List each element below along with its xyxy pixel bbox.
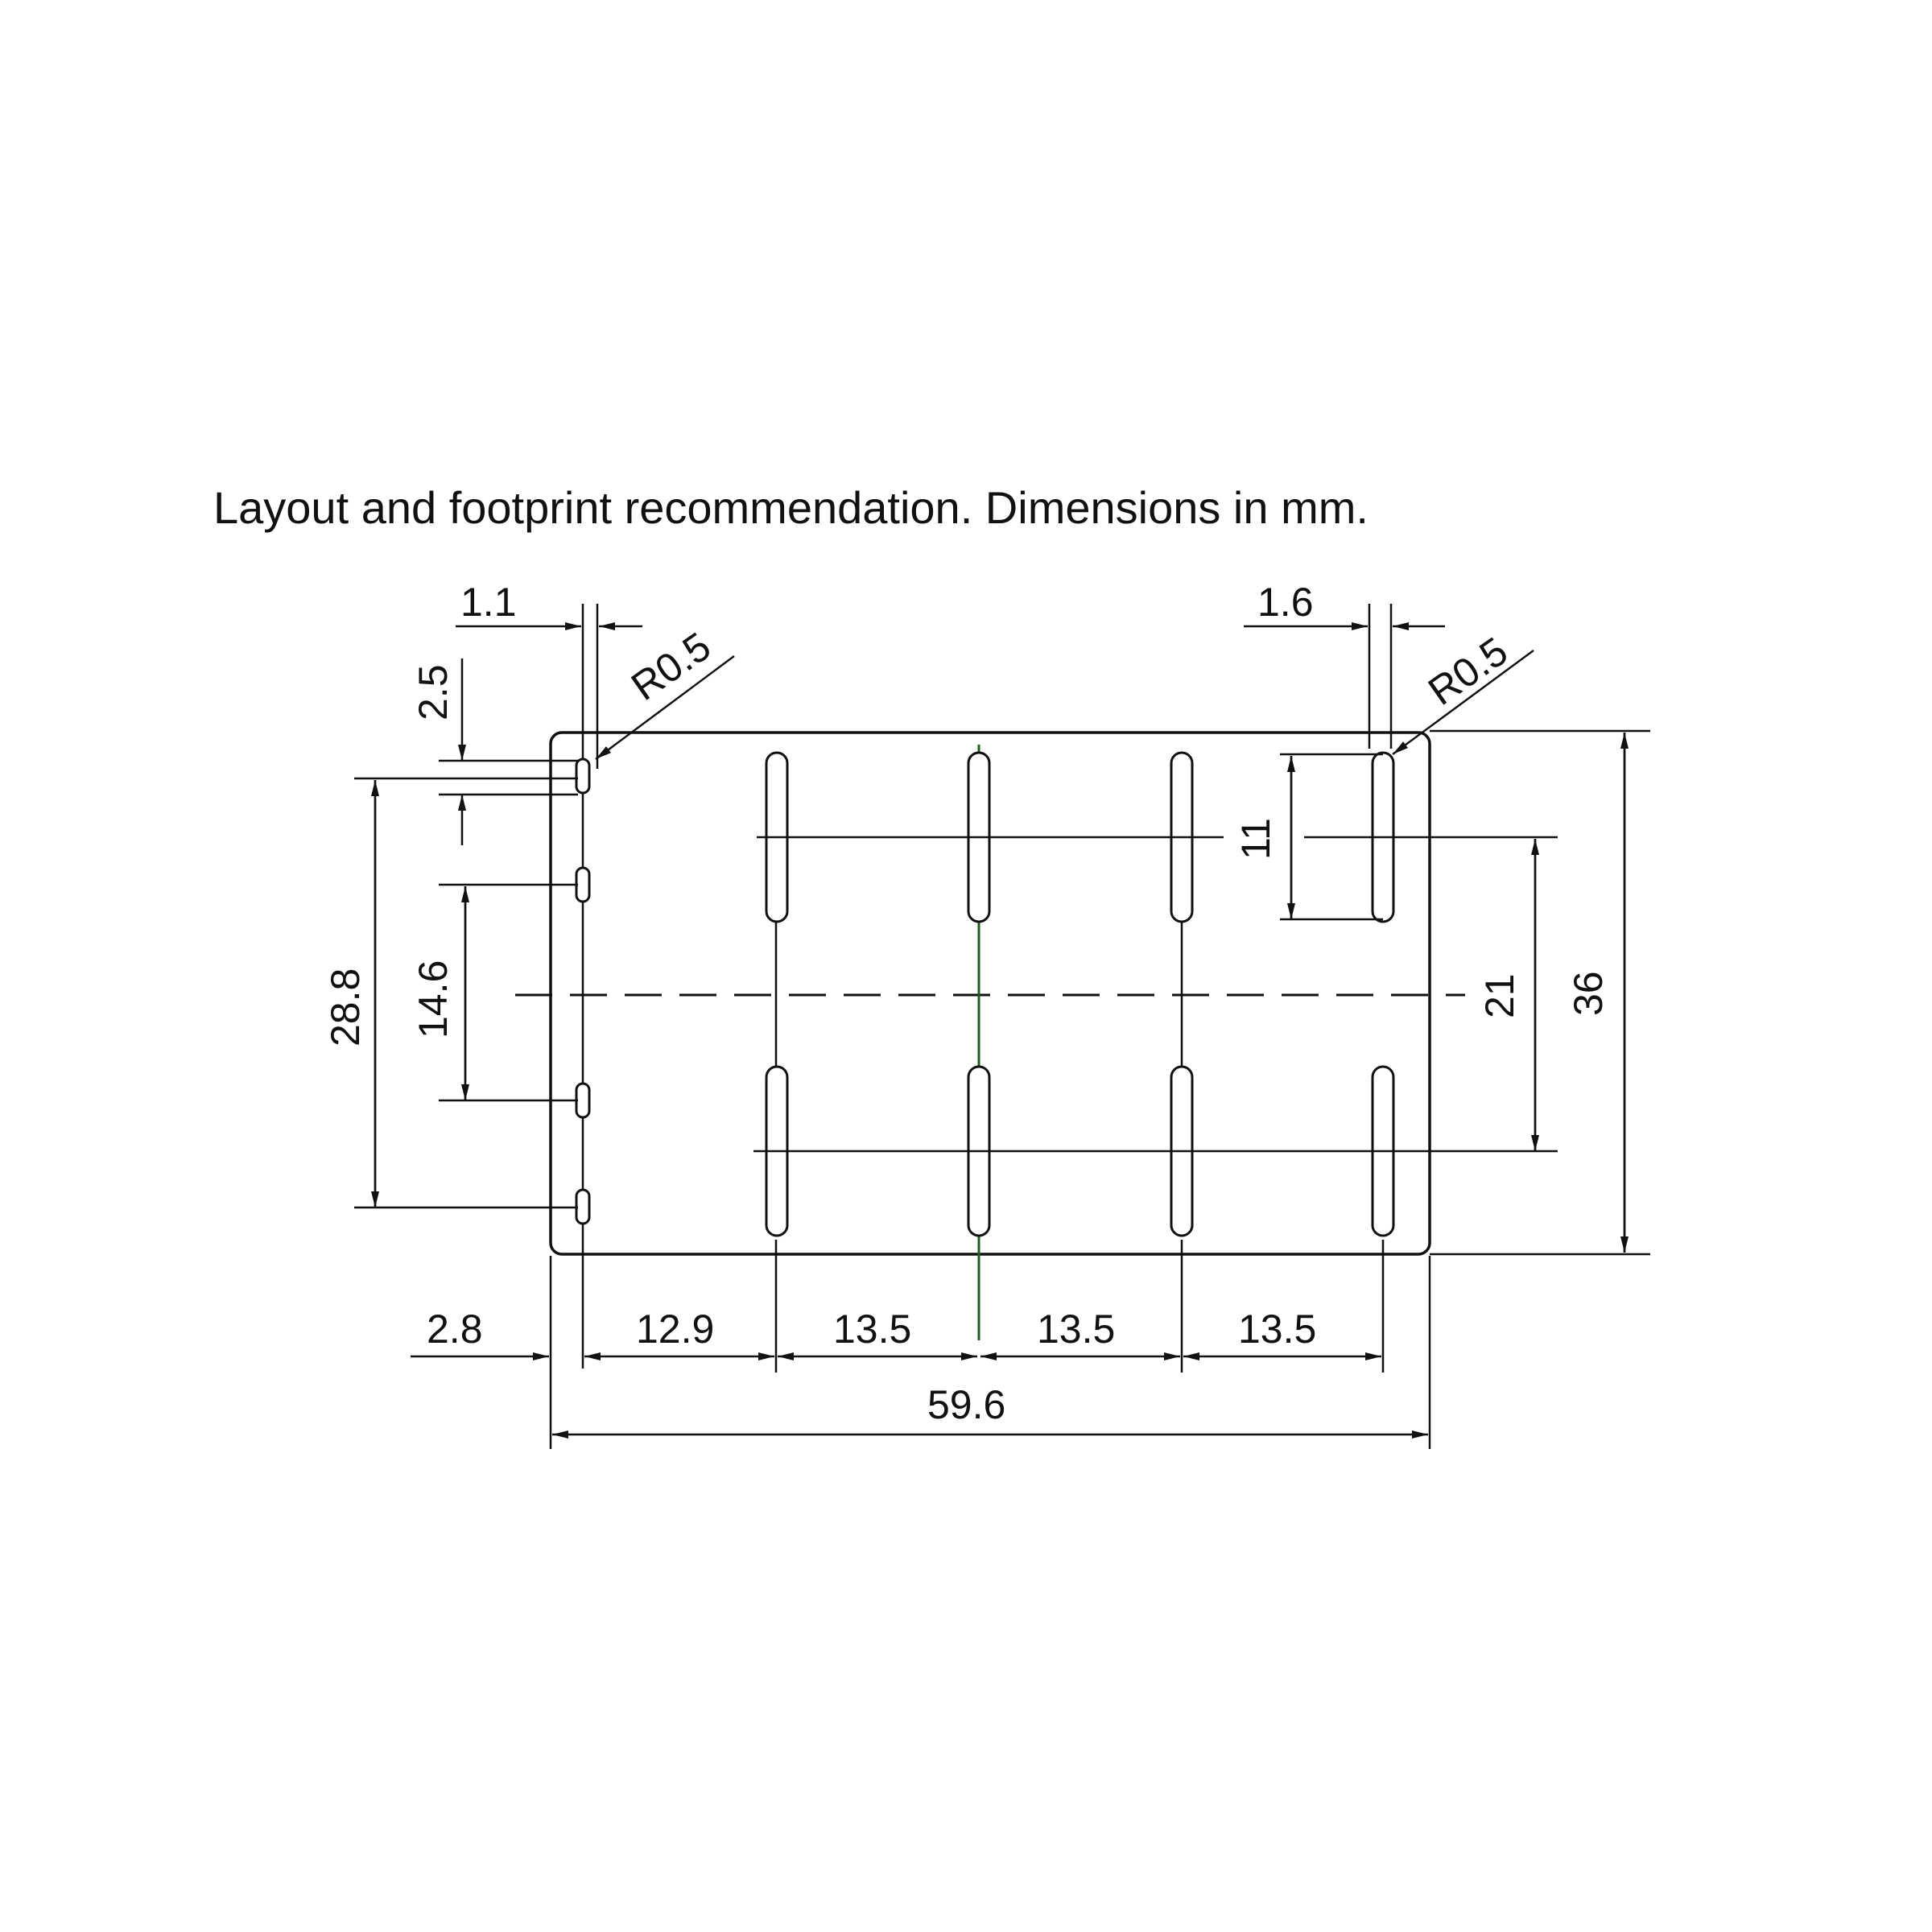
dim-long-row-span: 21 <box>1477 839 1539 1151</box>
board-outline <box>549 731 1431 1256</box>
dim-small-pitch-span-label: 14.6 <box>411 960 456 1038</box>
dim-pitch-1: 12.9 <box>584 1307 774 1360</box>
left-extension-lines <box>354 759 578 1209</box>
dim-pitch-2: 13.5 <box>778 1307 977 1360</box>
row-center-lines <box>753 836 1558 1153</box>
radius-leader-right: R0.5 <box>1392 629 1534 756</box>
dim-pitch-3: 13.5 <box>980 1307 1180 1360</box>
dim-body-width-label: 59.6 <box>927 1382 1005 1427</box>
dim-left-offset: 2.8 <box>411 1307 549 1360</box>
radius-right-label: R0.5 <box>1420 629 1516 714</box>
dim-left-offset-label: 2.8 <box>427 1307 483 1352</box>
dim-long-slot-length-label: 11 <box>1233 818 1278 860</box>
dim-long-slot-length: 11 <box>1233 756 1295 919</box>
radius-left-label: R0.5 <box>623 624 719 709</box>
dim-outer-small-span-label: 28.8 <box>323 968 368 1046</box>
dim-slot-width-right: 1.6 <box>1244 580 1445 630</box>
radius-leader-left: R0.5 <box>595 624 735 761</box>
dim-body-height: 36 <box>1566 733 1629 1253</box>
dim-outer-small-span: 28.8 <box>323 780 379 1208</box>
page-title: Layout and footprint recommendation. Dim… <box>213 482 1368 533</box>
dim-small-slot-length-label: 2.5 <box>411 664 456 720</box>
dim-body-height-label: 36 <box>1566 971 1611 1016</box>
dim-pitch-4: 13.5 <box>1183 1307 1381 1360</box>
dim-body-width: 59.6 <box>552 1382 1428 1439</box>
dim-long-row-span-label: 21 <box>1477 973 1522 1018</box>
dim-slot-width-right-label: 1.6 <box>1257 580 1314 625</box>
right-extension-lines <box>1280 729 1650 1256</box>
dim-pitch-4-label: 13.5 <box>1238 1307 1316 1352</box>
dim-pitch-2-label: 13.5 <box>833 1307 911 1352</box>
dim-pitch-3-label: 13.5 <box>1037 1307 1115 1352</box>
dim-slot-width-left: 1.1 <box>456 580 642 630</box>
dim-slot-width-left-label: 1.1 <box>460 580 517 625</box>
dim-small-pitch-span: 14.6 <box>411 886 469 1100</box>
column-guides <box>549 604 1431 1449</box>
dim-pitch-1-label: 12.9 <box>636 1307 714 1352</box>
dim-small-slot-length: 2.5 <box>411 658 466 845</box>
